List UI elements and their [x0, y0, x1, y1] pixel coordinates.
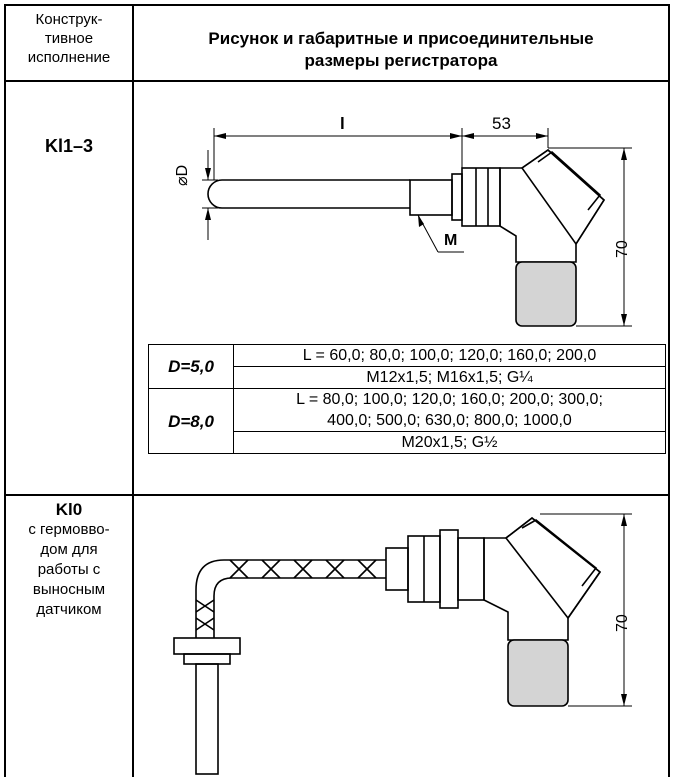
diameter-label: D=5,0 — [148, 344, 234, 389]
header-construction-line: тивное — [44, 30, 94, 47]
header-drawing-line: Рисунок и габаритные и присоединительные — [208, 29, 594, 48]
length-values-line: L = 80,0; 100,0; 120,0; 160,0; 200,0; 30… — [296, 391, 603, 408]
table-border-left — [4, 4, 6, 777]
header-construction: Конструк- тивное исполнение — [6, 10, 132, 67]
model-label-kl1-3: Kl1–3 — [44, 136, 94, 156]
length-values: L = 80,0; 100,0; 120,0; 160,0; 200,0; 30… — [233, 388, 666, 432]
length-values-line: 400,0; 500,0; 630,0; 800,0; 1000,0 — [327, 412, 572, 429]
header-construction-line: Конструк- — [35, 11, 103, 28]
header-divider — [4, 80, 670, 82]
dim-53: 53 — [492, 114, 511, 133]
header-construction-line: исполнение — [27, 49, 111, 66]
table-border-top — [4, 4, 670, 6]
table-border-right — [668, 4, 670, 777]
column-divider — [132, 4, 134, 777]
dim-l: l — [340, 114, 345, 133]
dim-m: M — [444, 232, 458, 249]
diameter-label: D=8,0 — [148, 388, 234, 454]
length-thread-table: D=5,0 L = 60,0; 80,0; 100,0; 120,0; 160,… — [148, 344, 666, 454]
header-drawing-line: размеры регистратора — [304, 51, 498, 70]
model-desc-line: с гермовво- — [28, 521, 110, 538]
model-label-kl0: Kl0 — [55, 500, 83, 519]
row-divider — [4, 494, 670, 496]
dim-70-kl0: 70 — [614, 614, 631, 632]
header-drawing: Рисунок и габаритные и присоединительные… — [134, 28, 668, 72]
model-desc-line: работы с — [37, 561, 101, 578]
model-desc-line: выносным — [32, 581, 106, 598]
thread-values: M20x1,5; G½ — [233, 431, 666, 454]
model-kl0-cell: Kl0 с гермовво- дом для работы с выносны… — [6, 500, 132, 620]
model-desc-line: датчиком — [36, 601, 102, 618]
model-desc-line: дом для — [40, 541, 98, 558]
